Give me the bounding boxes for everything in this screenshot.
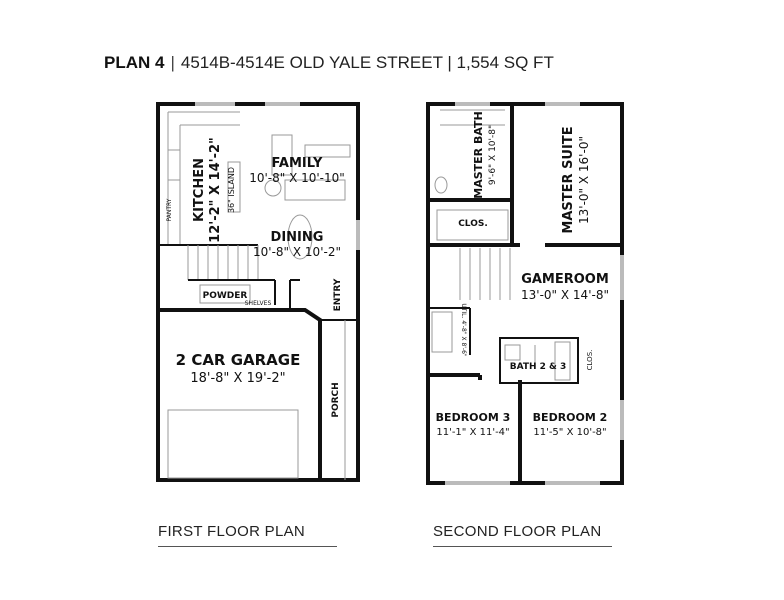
porch-label: PORCH <box>331 382 341 417</box>
pantry-label: PANTRY <box>166 198 173 221</box>
title-separator: | <box>170 53 175 72</box>
kitchen-size: 12'-2" X 14'-2" <box>208 137 223 243</box>
master-suite-size: 13'-0" X 16'-0" <box>577 136 591 224</box>
kitchen-label: KITCHEN <box>192 158 207 222</box>
entry-label: ENTRY <box>333 278 343 311</box>
gameroom-label: GAMEROOM <box>521 272 609 287</box>
dining-label: DINING <box>271 230 324 245</box>
bedroom3-size: 11'-1" X 11'-4" <box>436 427 509 438</box>
second-floor-caption: SECOND FLOOR PLAN <box>433 523 612 547</box>
util-label: UTIL. 4'-8" X 8'-6" <box>460 303 467 357</box>
island-label: 36" ISLAND <box>227 167 236 213</box>
dining-size: 10'-8" X 10'-2" <box>253 245 341 259</box>
garage-size: 18'-8" X 19'-2" <box>190 371 285 386</box>
master-suite-label: MASTER SUITE <box>561 126 576 233</box>
family-label: FAMILY <box>272 156 323 171</box>
garage-label: 2 CAR GARAGE <box>176 351 301 369</box>
first-floor-plan: KITCHEN 12'-2" X 14'-2" 36" ISLAND PANTR… <box>156 102 360 482</box>
bedroom2-label: BEDROOM 2 <box>533 411 608 424</box>
closet-label: CLOS. <box>458 219 488 229</box>
shelves-label: SHELVES <box>245 300 272 307</box>
closet2-label: CLOS. <box>586 350 594 371</box>
master-bath-size: 9'-6" X 10'-8" <box>488 125 498 185</box>
family-size: 10'-8" X 10'-10" <box>249 171 345 185</box>
bath23-label: BATH 2 & 3 <box>510 362 567 372</box>
bedroom3-label: BEDROOM 3 <box>436 411 511 424</box>
plan-address: 4514B-4514E OLD YALE STREET | 1,554 SQ F… <box>180 53 554 72</box>
bedroom2-size: 11'-5" X 10'-8" <box>533 427 606 438</box>
second-floor-plan: MASTER BATH 9'-6" X 10'-8" MASTER SUITE … <box>426 102 624 485</box>
first-floor-caption: FIRST FLOOR PLAN <box>158 523 337 547</box>
gameroom-size: 13'-0" X 14'-8" <box>521 288 609 302</box>
master-bath-label: MASTER BATH <box>472 111 485 198</box>
plan-title: PLAN 4 | 4514B-4514E OLD YALE STREET | 1,5… <box>104 53 554 73</box>
plan-number: PLAN 4 <box>104 53 165 72</box>
powder-label: POWDER <box>203 291 248 301</box>
